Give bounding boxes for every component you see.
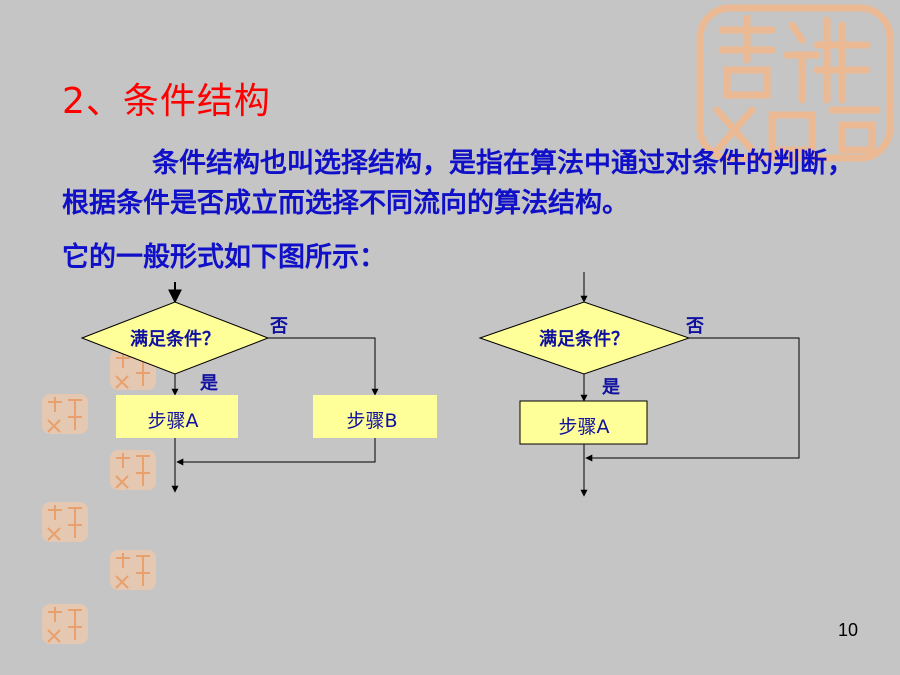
no-branch-line	[268, 337, 379, 396]
condition-label: 满足条件？	[130, 328, 220, 350]
yes-label: 是	[601, 377, 620, 398]
auspicious-seal-icon	[42, 502, 88, 542]
merge-line	[176, 438, 376, 466]
step-b-box	[313, 395, 437, 438]
slide-title: 2、条件结构	[62, 81, 271, 122]
auspicious-seal-icon	[110, 550, 156, 590]
no-branch-line	[585, 337, 800, 462]
page-number: 10	[838, 620, 859, 640]
flowchart-if-only: 满足条件？ 否 是 步骤A	[478, 272, 800, 497]
flowchart-if-else: 满足条件？ 否 是 步骤A 步骤B	[80, 282, 437, 493]
definition-paragraph: 条件结构也叫选择结构，是指在算法中通过对条件的判断，根据条件是否成立而选择不同流…	[62, 148, 854, 219]
no-label: 否	[269, 316, 288, 337]
intro-text: 它的一般形式如下图所示：	[62, 242, 386, 273]
no-label: 否	[685, 316, 704, 337]
yes-label: 是	[199, 373, 218, 394]
condition-label: 满足条件？	[539, 328, 629, 350]
auspicious-seal-icon	[42, 604, 88, 644]
auspicious-seal-icon	[42, 394, 88, 434]
step-a-box	[519, 400, 648, 445]
step-a-label: 步骤A	[148, 410, 199, 432]
step-a-box	[116, 395, 238, 438]
step-a-label: 步骤A	[559, 416, 610, 438]
auspicious-seal-icon	[110, 450, 156, 490]
auspicious-seal-icon	[696, 4, 894, 162]
step-b-label: 步骤B	[346, 410, 397, 432]
